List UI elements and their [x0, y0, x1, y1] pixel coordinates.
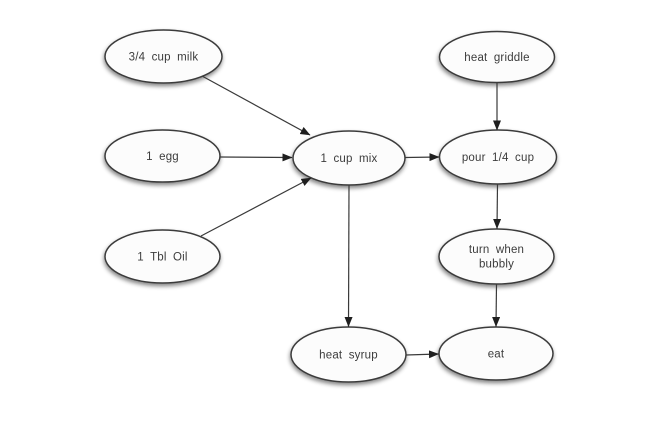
- node-griddle-label: heat griddle: [464, 52, 530, 64]
- node-egg-ellipse: [104, 129, 221, 183]
- edge-syrup-to-eat-arrow: [405, 350, 439, 359]
- node-turn-label: turn when bubbly: [469, 244, 524, 271]
- edge-mix-to-syrup-arrow: [344, 184, 353, 327]
- edge-mix-to-pour-arrow: [404, 153, 440, 162]
- edge-pour-to-turn-arrow: [493, 183, 502, 229]
- node-oil: 1 Tbl Oil: [104, 229, 221, 284]
- node-milk-ellipse: [104, 29, 223, 84]
- node-mix: 1 cup mix: [292, 130, 406, 186]
- node-egg-label: 1 egg: [146, 151, 179, 163]
- node-turn: turn when bubbly: [438, 228, 555, 285]
- edge-milk-to-mix-arrow: [201, 75, 311, 136]
- node-pour-label: pour 1/4 cup: [462, 152, 534, 164]
- edge-egg-to-mix-arrow: [219, 153, 293, 162]
- node-milk: 3/4 cup milk: [104, 29, 223, 84]
- node-egg: 1 egg: [104, 129, 221, 183]
- node-eat-label: eat: [488, 349, 505, 361]
- node-eat-ellipse: [438, 326, 554, 381]
- node-turn-label-line1: turn when: [469, 244, 524, 256]
- node-oil-label: 1 Tbl Oil: [137, 252, 187, 264]
- node-pour: pour 1/4 cup: [438, 129, 558, 185]
- node-turn-ellipse: [438, 228, 555, 285]
- node-mix-label: 1 cup mix: [320, 153, 377, 165]
- node-griddle: heat griddle: [438, 30, 556, 84]
- node-turn-label-line2: bubbly: [479, 259, 514, 271]
- node-eat: eat: [438, 326, 554, 381]
- node-oil-ellipse: [104, 229, 221, 284]
- edge-turn-to-eat-arrow: [492, 283, 501, 327]
- edge-oil-to-mix-arrow: [200, 177, 312, 237]
- node-syrup: heat syrup: [290, 326, 407, 383]
- node-milk-label: 3/4 cup milk: [129, 52, 199, 64]
- node-syrup-label: heat syrup: [319, 350, 378, 362]
